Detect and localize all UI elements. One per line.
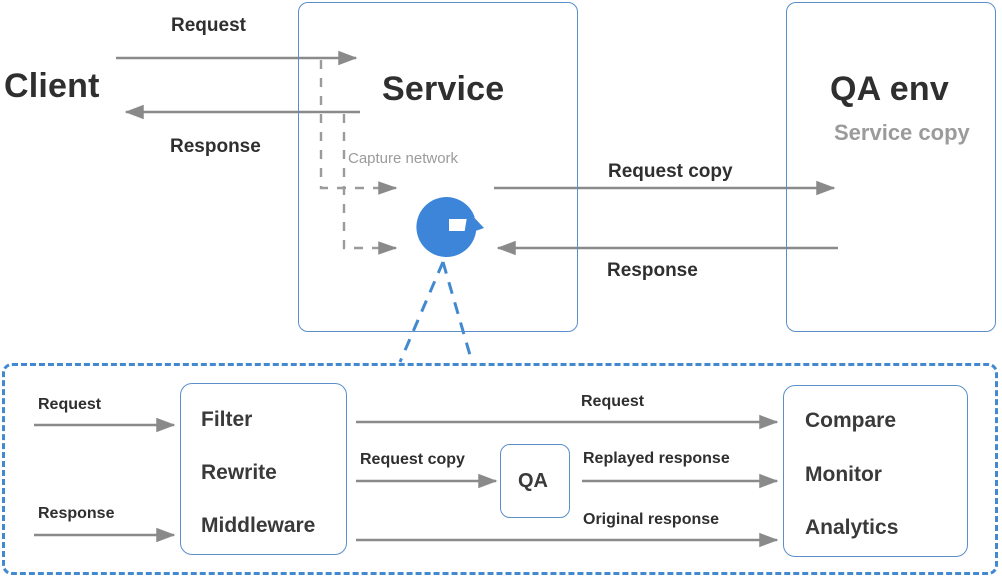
qa-node-box	[500, 444, 570, 518]
output-item-compare: Compare	[805, 409, 897, 432]
edge-label-response-top: Response	[170, 136, 261, 157]
qa-env-title: QA env	[830, 70, 949, 108]
edge-label-bottom-request-in: Request	[38, 396, 102, 413]
pipeline-item-rewrite: Rewrite	[201, 461, 277, 484]
capture-detail-panel	[2, 363, 998, 575]
edge-label-bottom-response-in: Response	[38, 505, 115, 522]
pipeline-item-filter: Filter	[201, 408, 253, 431]
service-box	[298, 2, 578, 332]
edge-label-original-response: Original response	[583, 511, 720, 528]
edge-label-bottom-request-copy: Request copy	[360, 451, 465, 468]
filter-pipeline-box	[180, 383, 347, 555]
client-title: Client	[4, 67, 100, 105]
edge-label-replayed-response: Replayed response	[583, 450, 730, 467]
edge-label-request-top: Request	[171, 15, 246, 36]
qa-env-subtitle: Service copy	[834, 120, 970, 145]
goreplay-logo-icon	[404, 183, 488, 267]
capture-network-label: Capture network	[348, 150, 459, 167]
edge-label-request-copy-right: Request copy	[608, 161, 733, 182]
qa-node-label: QA	[518, 470, 548, 492]
service-title: Service	[382, 70, 505, 108]
compare-box	[783, 385, 968, 557]
output-item-analytics: Analytics	[805, 516, 899, 539]
output-item-monitor: Monitor	[805, 463, 882, 486]
qa-env-box	[786, 2, 996, 332]
edge-label-bottom-request-out: Request	[581, 393, 645, 410]
edge-label-response-right: Response	[607, 260, 698, 281]
pipeline-item-middleware: Middleware	[201, 514, 316, 537]
